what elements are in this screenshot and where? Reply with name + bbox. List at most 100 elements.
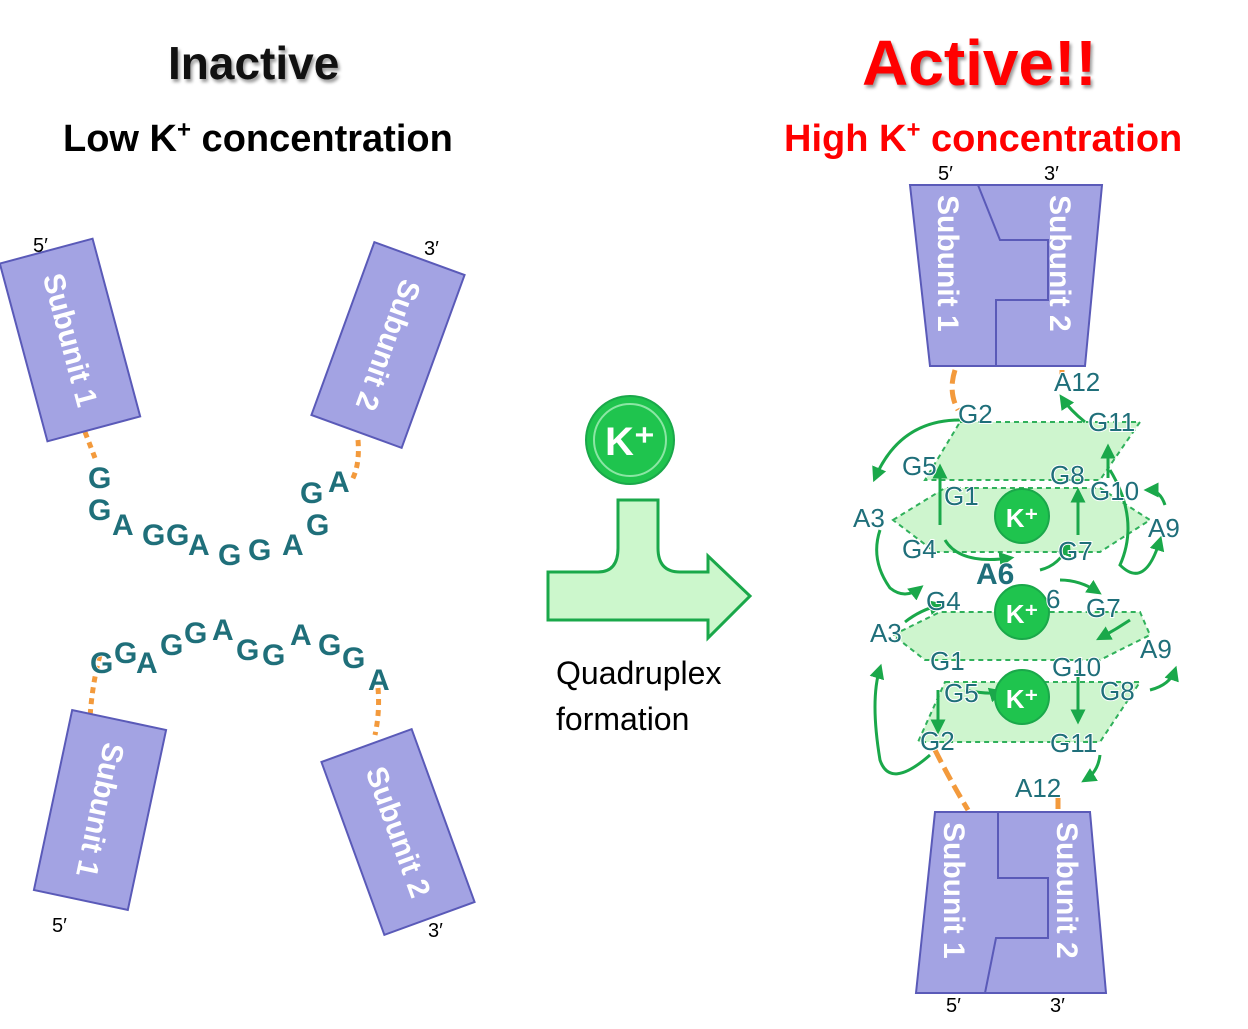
upper-strand-base-6: A (188, 529, 210, 562)
ion-1: K⁺ (994, 488, 1050, 544)
five-prime-lower-left: 5′ (52, 915, 67, 937)
five-prime-upper-left: 5′ (33, 235, 48, 257)
five-prime-top: 5′ (938, 163, 953, 185)
three-prime-lower-right: 3′ (428, 920, 443, 942)
low-k-label: Low K+ concentration (63, 118, 453, 161)
arrow-g8-a9 (1108, 469, 1165, 575)
high-k-prefix: High K (784, 118, 907, 160)
three-prime-top: 3′ (1044, 163, 1059, 185)
lower-strand-base-10: G (318, 629, 341, 662)
inactive-linkers (82, 431, 382, 736)
lower-strand-base-3: A (136, 647, 158, 680)
lower-strand-base-4: G (160, 629, 183, 662)
base-a6: A6 (976, 558, 1014, 591)
arrow-a6-g7-lower (1059, 578, 1102, 595)
linker-upper-left (82, 431, 98, 459)
connectivity-arrows (869, 394, 1179, 783)
linker-g2-top (949, 369, 961, 412)
subunit-dimer-top: Subunit 1 Subunit 2 (908, 184, 1104, 367)
base-a3-bottom: A3 (870, 618, 902, 648)
quadruplex-formation-label: Quadruplex formation (556, 650, 721, 742)
base-g11-bottom: G11 (1050, 728, 1097, 758)
lower-strand-base-8: G (262, 639, 285, 672)
base-a3-top: A3 (853, 503, 885, 533)
subunit-2-label: Subunit 2 (1043, 195, 1076, 332)
upper-strand-base-7: G (218, 539, 241, 572)
subunit-dimer-bottom: Subunit 1 Subunit 2 (914, 811, 1108, 994)
base-a6-partial: 6 (1046, 584, 1060, 614)
subunit-2-lower-right: Subunit 2 (320, 727, 476, 937)
base-g1-bottom: G1 (930, 646, 965, 676)
ion-3-label: K⁺ (1006, 684, 1039, 714)
subunit-1-upper-left: Subunit 1 (0, 237, 142, 443)
base-g1-top: G1 (944, 481, 979, 511)
base-g4-top: G4 (902, 534, 937, 564)
linker-g2-bottom (932, 748, 971, 812)
upper-strand-base-5: G (166, 519, 189, 552)
upper-strand-base-1: G (88, 462, 111, 495)
base-g10-top: G10 (1090, 476, 1139, 506)
upper-strand-base-3: A (112, 509, 134, 542)
base-g4-bottom: G4 (926, 586, 961, 616)
five-prime-bottom: 5′ (946, 995, 961, 1017)
arrow-g7-g10-lower (1096, 618, 1131, 641)
arrow-a3-g4 (875, 529, 924, 601)
upper-strand-base-8: G (248, 534, 271, 567)
three-prime-bottom: 3′ (1050, 995, 1065, 1017)
three-prime-upper-right: 3′ (424, 238, 439, 260)
upper-strand-base-12: A (328, 466, 350, 499)
lower-strand-base-11: G (342, 642, 365, 675)
upper-strand-base-2: G (88, 494, 111, 527)
ion-3: K⁺ (994, 669, 1050, 725)
quadruplex-base-labels: A12 G2 G11 G5 G8 G1 G10 A3 A9 G4 G7 A6 G… (852, 366, 1181, 804)
upper-strand-base-10: G (306, 509, 329, 542)
linker-upper-right (349, 439, 361, 482)
arrow-g2-a3 (872, 418, 961, 483)
high-k-superscript: + (906, 116, 921, 144)
base-a12-bottom: A12 (1015, 773, 1061, 803)
lower-strand-base-1: G (90, 647, 113, 680)
low-k-superscript: + (176, 116, 191, 144)
quadruplex-formation-line1: Quadruplex (556, 655, 722, 691)
active-title: Active!! (862, 27, 1097, 99)
arrow-g2-a3-lower (869, 663, 931, 776)
inactive-title: Inactive (168, 37, 340, 89)
base-g5-bottom: G5 (944, 678, 979, 708)
arrow-a6-g7 (1039, 540, 1072, 572)
linker-lower-left (87, 654, 103, 719)
lower-strand-base-5: G (184, 617, 207, 650)
base-g11-top: G11 (1088, 407, 1135, 437)
base-a12-top: A12 (1054, 367, 1100, 397)
subunit-2-label: Subunit 2 (1050, 822, 1083, 959)
arrow-a3-g4-lower (904, 600, 945, 624)
ion-2-label: K⁺ (1006, 599, 1039, 629)
quadruplex-ions: K⁺ K⁺ K⁺ (994, 488, 1050, 725)
linker-lower-right (372, 687, 382, 736)
lower-strand-base-6: A (212, 614, 234, 647)
base-g5-top: G5 (902, 451, 937, 481)
ion-2: K⁺ (994, 584, 1050, 640)
low-k-prefix: Low K (63, 118, 177, 160)
subunit-1-lower-left: Subunit 1 (32, 708, 168, 912)
subunit-1-label: Subunit 1 (931, 195, 964, 332)
lower-strand-base-9: A (290, 619, 312, 652)
upper-strand-base-9: A (282, 529, 304, 562)
lower-strand-base-2: G (114, 637, 137, 670)
lower-strand-base-12: A (368, 664, 390, 697)
base-a9-bottom: A9 (1140, 634, 1172, 664)
arrow-g11-a12-lower (1081, 754, 1102, 783)
arrow-g8-a9-lower (1149, 665, 1179, 692)
low-k-suffix: concentration (191, 118, 453, 160)
arrow-g4-a6 (943, 539, 1015, 567)
upper-strand-base-11: G (300, 477, 323, 510)
subunit-2-upper-right: Subunit 2 (310, 240, 466, 450)
base-g2-bottom: G2 (920, 726, 955, 756)
upper-strand-base-4: G (142, 519, 165, 552)
potassium-ion-label: K⁺ (605, 420, 655, 464)
base-a9-top: A9 (1148, 513, 1180, 543)
base-g7-bottom: G7 (1086, 593, 1121, 623)
high-k-suffix: concentration (920, 118, 1183, 160)
ion-1-label: K⁺ (1006, 503, 1039, 533)
arrow-a9-g10 (1143, 482, 1167, 506)
